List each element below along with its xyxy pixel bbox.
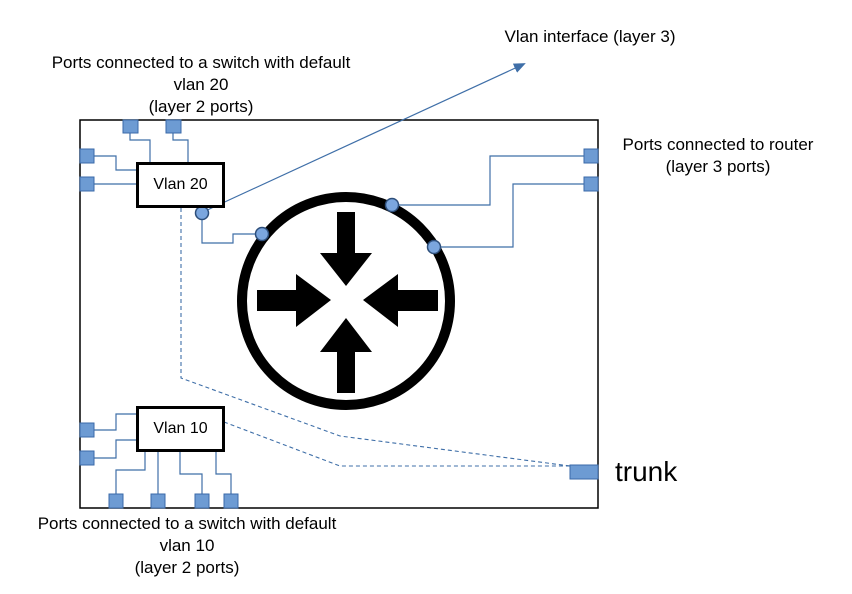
switch-port-icon[interactable]: [79, 148, 95, 164]
bottom-ports-caption: Ports connected to a switch with default…: [37, 514, 337, 577]
router-interface-icon-2[interactable]: [384, 197, 400, 213]
trunk-link-vlan20: [180, 208, 571, 467]
vlan-interface-caption: Vlan interface (layer 3): [504, 27, 676, 46]
trunk-port-icon[interactable]: [569, 464, 599, 480]
router-ports-caption: Ports connected to router (layer 3 ports…: [622, 135, 814, 176]
switch-port-icon[interactable]: [583, 148, 599, 164]
vlan-interface-arrow: [202, 63, 526, 213]
router-port-wires: [392, 155, 584, 248]
switch-port-icon[interactable]: [108, 493, 124, 509]
vlan10-label: Vlan 10: [153, 420, 208, 437]
switch-port-icon[interactable]: [79, 422, 95, 438]
vlan20-wires: [87, 133, 262, 244]
router-interface-icon-1[interactable]: [254, 226, 270, 242]
switch-port-icon[interactable]: [194, 493, 210, 509]
switch-port-icon[interactable]: [223, 493, 239, 509]
top-ports-caption: Ports connected to a switch with default…: [51, 53, 351, 116]
switch-port-icon[interactable]: [122, 119, 139, 134]
router-interface-icon-3[interactable]: [426, 239, 442, 255]
switch-port-icon[interactable]: [583, 176, 599, 192]
switch-port-icon[interactable]: [79, 176, 95, 192]
switch-port-icon[interactable]: [150, 493, 166, 509]
vlan20-box[interactable]: Vlan 20: [136, 162, 225, 208]
vlan20-interface-icon[interactable]: [194, 205, 210, 221]
switch-port-icon[interactable]: [165, 119, 182, 134]
trunk-label: trunk: [615, 456, 678, 487]
vlan10-wires: [87, 413, 232, 494]
vlan20-label: Vlan 20: [153, 176, 208, 193]
switch-port-icon[interactable]: [79, 450, 95, 466]
vlan10-box[interactable]: Vlan 10: [136, 406, 225, 452]
router-icon: [237, 192, 455, 410]
